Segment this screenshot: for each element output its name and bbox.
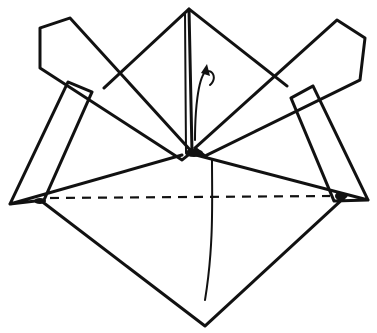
center-junction — [185, 149, 203, 157]
lower-left-edge — [10, 155, 182, 204]
bottom-point-edges — [40, 196, 346, 326]
right-corner-mark — [335, 192, 345, 200]
left-horn-flap — [40, 18, 192, 160]
fold-arrow-icon — [195, 71, 214, 140]
left-corner-mark — [34, 198, 46, 204]
valley-fold-line — [50, 196, 330, 198]
center-crease — [185, 13, 186, 152]
lower-vertical-crease — [205, 160, 212, 300]
top-point-left-edge — [104, 9, 192, 152]
right-horn-flap — [195, 20, 365, 156]
